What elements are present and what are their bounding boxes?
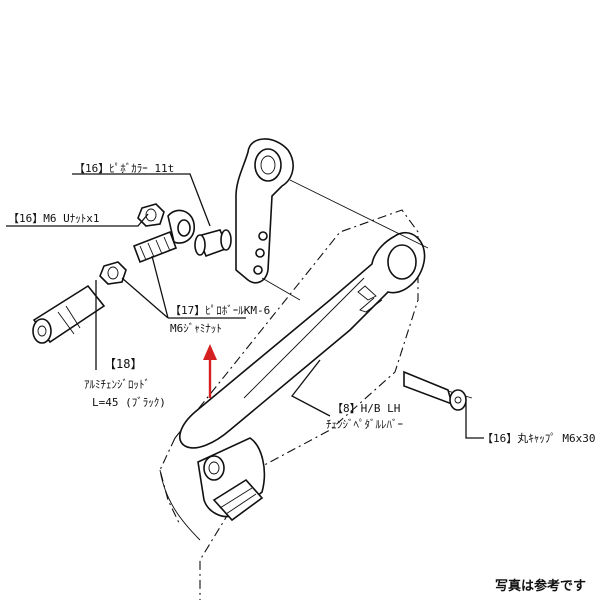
pillow-ball-rod-end xyxy=(132,209,195,264)
u-nut xyxy=(137,203,165,227)
label-rod-name: ｱﾙﾐﾁｪﾝｼﾞﾛｯﾄﾞ xyxy=(84,378,150,391)
jam-nut xyxy=(99,261,127,285)
label-jam-nut: M6ｼﾞｬﾐﾅｯﾄ xyxy=(170,322,222,335)
cap-bolt xyxy=(403,370,467,411)
pivot-collar xyxy=(194,229,232,258)
label-pedal-name: ﾁｪﾝｼﾞﾍﾟﾀﾞﾙﾚﾊﾞｰ xyxy=(326,418,403,431)
label-cap-bolt: 【16】丸ｷｬｯﾌﾟ M6x30 xyxy=(482,432,595,445)
reference-photo-note: 写真は参考です xyxy=(494,579,586,594)
red-indicator-arrow xyxy=(203,344,217,398)
change-pedal-lever xyxy=(179,231,426,449)
label-pivot-collar: 【16】ﾋﾟﾎﾞｶﾗｰ 11t xyxy=(74,162,174,175)
aluminum-change-rod xyxy=(32,284,106,344)
label-rod-number: 【18】 xyxy=(104,357,142,371)
label-u-nut: 【16】M6 Uﾅｯﾄx1 xyxy=(8,212,99,225)
footrest-base xyxy=(159,437,266,541)
label-pillow-ball: 【17】ﾋﾟﾛﾎﾞｰﾙKM-6 xyxy=(170,304,270,317)
upper-link-arm xyxy=(235,138,294,284)
label-rod-length: L=45 (ﾌﾞﾗｯｸ) xyxy=(92,396,166,409)
label-pedal-number: 【8】H/B LH xyxy=(332,402,400,415)
